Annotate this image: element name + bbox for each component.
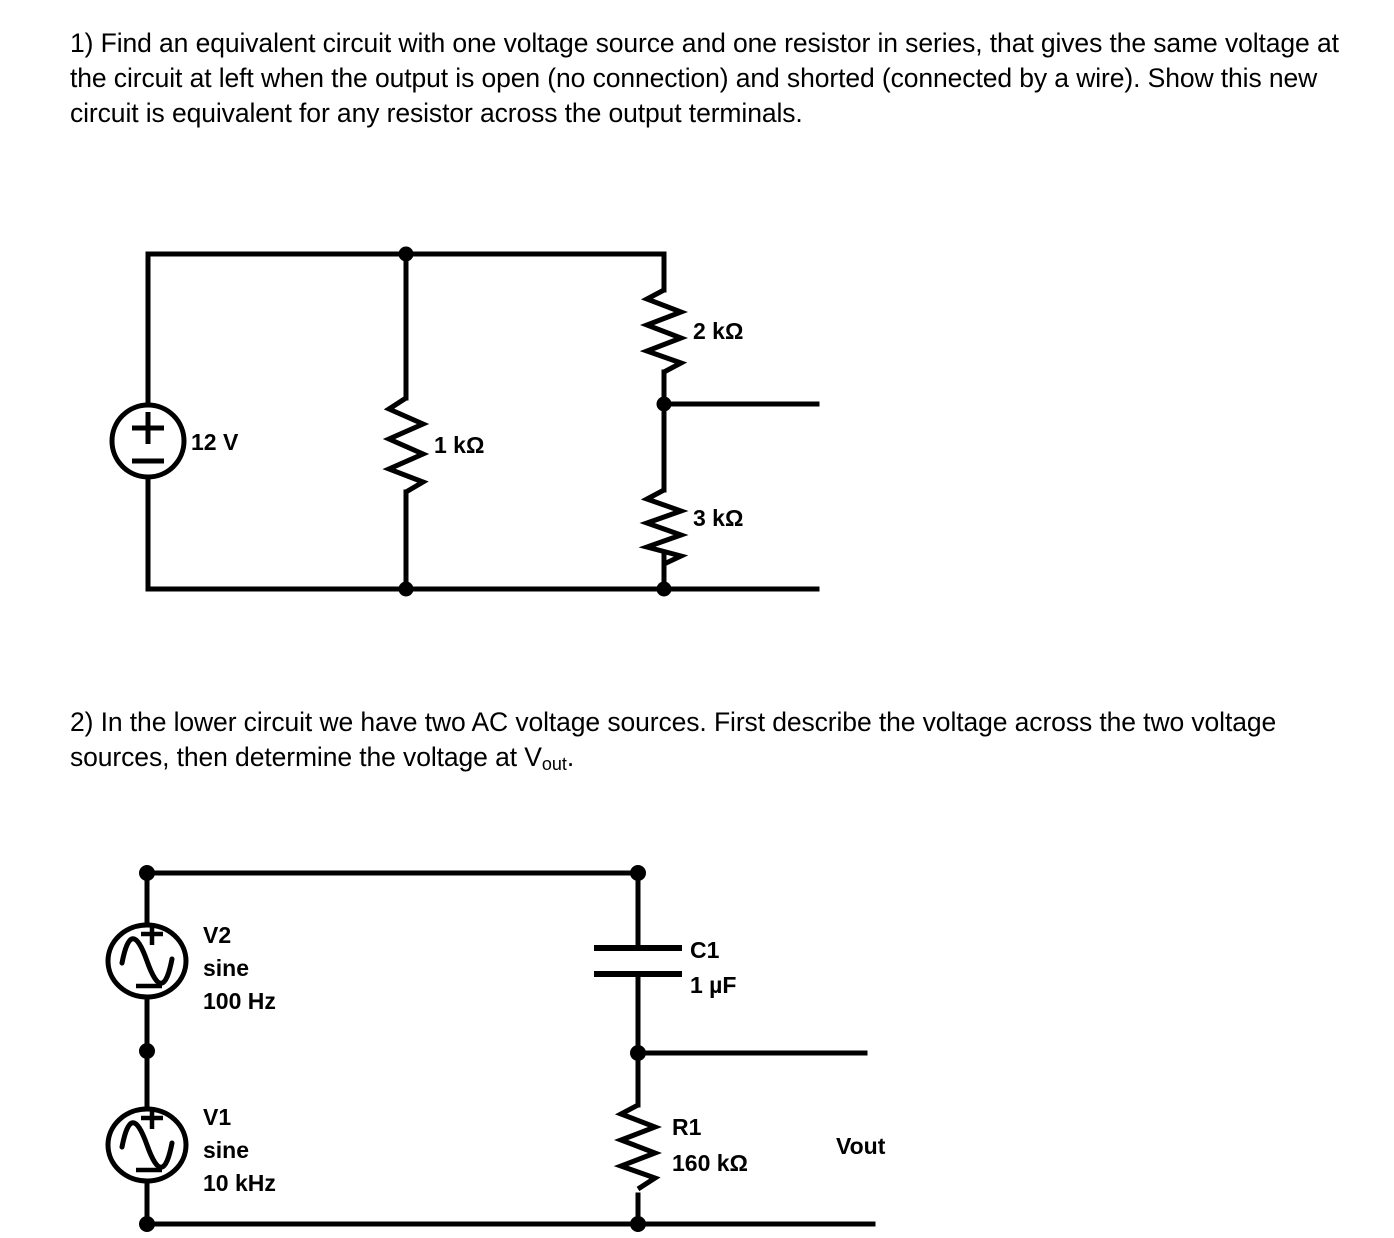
label-source-12v: 12 V xyxy=(191,429,239,455)
question-2-subscript: out xyxy=(541,753,567,774)
resistor-1k-symbol xyxy=(382,395,430,495)
plus-sign-icon xyxy=(141,923,163,945)
resistor-3k-symbol xyxy=(638,487,689,567)
label-vout: Vout xyxy=(836,1133,886,1159)
circuit-diagram-dc-divider: 12 V 1 kΩ 2 kΩ 3 kΩ xyxy=(109,246,820,597)
label-c1-value: 1 µF xyxy=(690,972,736,998)
capacitor-c1-symbol xyxy=(594,945,682,977)
label-v1-name: V1 xyxy=(203,1104,231,1130)
label-resistor-1k: 1 kΩ xyxy=(434,432,484,458)
node-dot-bottom-right-2 xyxy=(630,1216,646,1232)
question-2-text-main: 2) In the lower circuit we have two AC v… xyxy=(70,707,1277,772)
question-1-text: 1) Find an equivalent circuit with one v… xyxy=(70,28,1339,128)
sine-wave-icon xyxy=(119,936,175,986)
label-resistor-2k: 2 kΩ xyxy=(693,318,743,344)
node-dot-output-tap xyxy=(656,396,672,412)
node-dot-top-right-2 xyxy=(630,865,646,881)
junction-dots xyxy=(398,246,672,597)
junction-dots-2 xyxy=(139,865,646,1232)
node-dot-vout-tap xyxy=(630,1045,646,1061)
node-dot-bottom-1k xyxy=(398,581,414,597)
plus-sign-icon xyxy=(141,1107,163,1129)
node-dot-bottom-left-2 xyxy=(139,1216,155,1232)
node-dot-top-1k xyxy=(398,246,414,262)
ac-voltage-source-v1-symbol xyxy=(105,1106,189,1184)
label-v1-waveform: sine xyxy=(203,1137,249,1163)
node-dot-top-left-2 xyxy=(139,865,155,881)
label-v2-frequency: 100 Hz xyxy=(203,988,276,1014)
question-2-text: 2) In the lower circuit we have two AC v… xyxy=(70,705,1290,777)
resistor-2k-symbol xyxy=(639,287,689,375)
node-dot-between-sources xyxy=(139,1043,155,1059)
label-v1-frequency: 10 kHz xyxy=(203,1170,276,1196)
label-v2-name: V2 xyxy=(203,922,231,948)
dc-voltage-source-symbol xyxy=(109,402,187,480)
label-r1-value: 160 kΩ xyxy=(672,1150,748,1176)
label-v2-waveform: sine xyxy=(203,955,249,981)
resistor-r1-symbol xyxy=(613,1102,663,1192)
label-r1-name: R1 xyxy=(672,1114,702,1140)
ac-voltage-source-v2-symbol xyxy=(105,922,189,1000)
question-2-text-tail: . xyxy=(566,741,575,772)
plus-sign-icon xyxy=(132,412,164,444)
label-resistor-3k: 3 kΩ xyxy=(693,505,743,531)
node-dot-bottom-3k xyxy=(656,581,672,597)
label-c1-name: C1 xyxy=(690,937,720,963)
sine-wave-icon xyxy=(119,1120,175,1170)
